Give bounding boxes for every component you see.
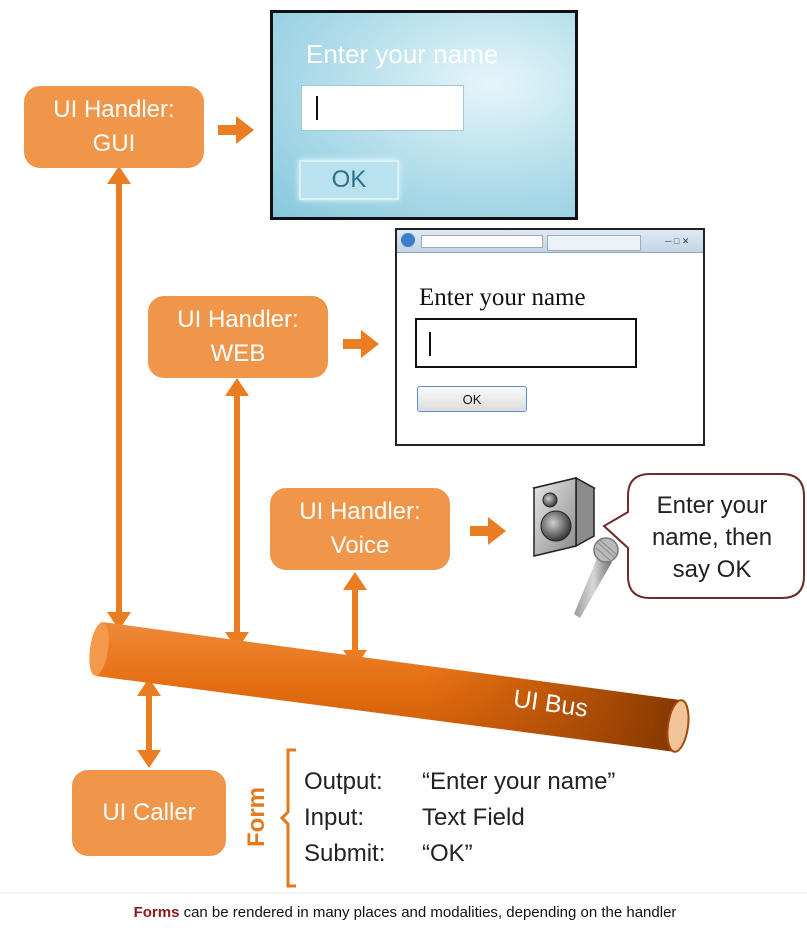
caption: Forms can be rendered in many places and…	[60, 904, 750, 921]
ui-handler-web-line1: UI Handler:	[177, 306, 299, 333]
browser-back-icon[interactable]	[401, 233, 415, 247]
gui-prompt: Enter your name	[306, 39, 499, 69]
gui-name-input[interactable]	[301, 85, 464, 131]
web-bus-arrow	[225, 378, 249, 650]
voice-bus-arrow	[343, 572, 367, 668]
form-input-key: Input:	[304, 804, 365, 831]
web-output-arrow	[343, 330, 379, 358]
form-output-key: Output:	[304, 768, 383, 795]
voice-bubble-text: Enter your name, then say OK	[622, 478, 802, 598]
gui-ok-button[interactable]: OK	[299, 160, 399, 200]
form-output-value: “Enter your name”	[422, 768, 616, 795]
gui-bus-arrow	[107, 166, 131, 630]
ui-handler-voice: UI Handler: Voice	[270, 488, 450, 570]
ui-bus: UI Bus	[89, 622, 690, 753]
form-submit-key: Submit:	[304, 840, 386, 867]
microphone-icon	[574, 537, 619, 618]
gui-input-caret	[316, 96, 318, 120]
ui-handler-web: UI Handler: WEB	[148, 296, 328, 378]
ui-handler-web-line2: WEB	[210, 340, 266, 367]
ui-handler-gui-line1: UI Handler:	[53, 96, 175, 123]
caller-bus-arrow	[137, 678, 161, 768]
caption-bold: Forms	[133, 904, 180, 921]
voice-output-arrow	[470, 517, 506, 545]
ui-handler-gui: UI Handler: GUI	[24, 86, 204, 168]
form-label: Form	[243, 787, 270, 847]
web-name-input[interactable]	[415, 318, 637, 368]
voice-bubble-line2: name, then	[651, 524, 773, 551]
voice-bubble-line3: say OK	[672, 556, 752, 583]
web-prompt: Enter your name	[419, 284, 586, 311]
form-row-submit: Submit: “OK”	[304, 840, 473, 868]
speaker-icon	[532, 476, 596, 557]
browser-chrome: ─ □ ✕	[397, 230, 703, 253]
ui-caller: UI Caller	[72, 770, 226, 856]
form-row-input: Input: Text Field	[304, 804, 525, 832]
caption-rest: can be rendered in many places and modal…	[179, 904, 677, 921]
web-browser-window: ─ □ ✕ Enter your name OK	[395, 228, 705, 446]
browser-tab[interactable]	[547, 235, 641, 251]
form-bracket	[279, 748, 296, 888]
window-controls-icon[interactable]: ─ □ ✕	[665, 236, 690, 246]
form-submit-value: “OK”	[422, 840, 473, 867]
voice-bubble-line1: Enter your	[656, 492, 768, 519]
ui-handler-gui-line2: GUI	[92, 130, 136, 157]
ui-caller-label: UI Caller	[102, 799, 196, 826]
gui-window: Enter your name OK	[270, 10, 578, 220]
speech-bubble	[602, 473, 805, 599]
web-ok-button[interactable]: OK	[417, 386, 527, 412]
web-input-caret	[429, 332, 431, 356]
gui-output-arrow	[218, 116, 254, 144]
ui-handler-voice-line1: UI Handler:	[299, 498, 421, 525]
form-row-output: Output: “Enter your name”	[304, 768, 615, 796]
form-input-value: Text Field	[422, 804, 525, 831]
ui-handler-voice-line2: Voice	[330, 532, 390, 559]
browser-address-bar[interactable]	[421, 235, 543, 248]
